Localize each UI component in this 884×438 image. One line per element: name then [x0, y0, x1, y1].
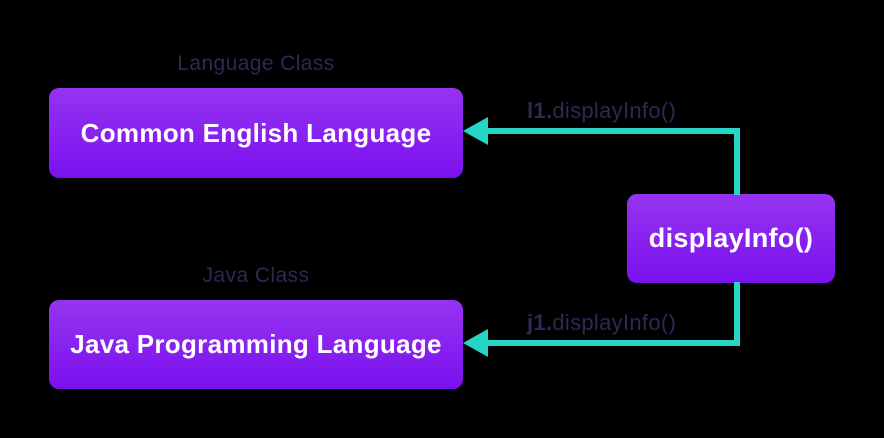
l1-call-method: displayInfo() — [552, 98, 677, 123]
j1-call-method: displayInfo() — [552, 310, 677, 335]
language-class-box: Common English Language — [49, 88, 463, 178]
j1-arrow-vertical-line — [734, 282, 740, 346]
l1-arrow-horizontal-line — [484, 128, 740, 134]
java-class-box-label: Java Programming Language — [70, 329, 442, 359]
j1-arrowhead-icon — [463, 329, 488, 357]
java-class-box: Java Programming Language — [49, 300, 463, 389]
j1-call-prefix: j1. — [527, 310, 553, 335]
l1-arrow-vertical-line — [734, 128, 740, 195]
l1-call-prefix: l1. — [527, 98, 553, 123]
l1-call-label: l1.displayInfo() — [527, 98, 676, 124]
display-info-method-label: displayInfo() — [648, 223, 814, 253]
l1-arrowhead-icon — [463, 117, 488, 145]
j1-arrow-horizontal-line — [484, 340, 740, 346]
display-info-method-box: displayInfo() — [627, 194, 835, 283]
j1-call-label: j1.displayInfo() — [527, 310, 676, 336]
language-class-box-label: Common English Language — [80, 117, 432, 148]
java-class-caption: Java Class — [202, 264, 310, 287]
language-class-caption: Language Class — [177, 52, 335, 75]
